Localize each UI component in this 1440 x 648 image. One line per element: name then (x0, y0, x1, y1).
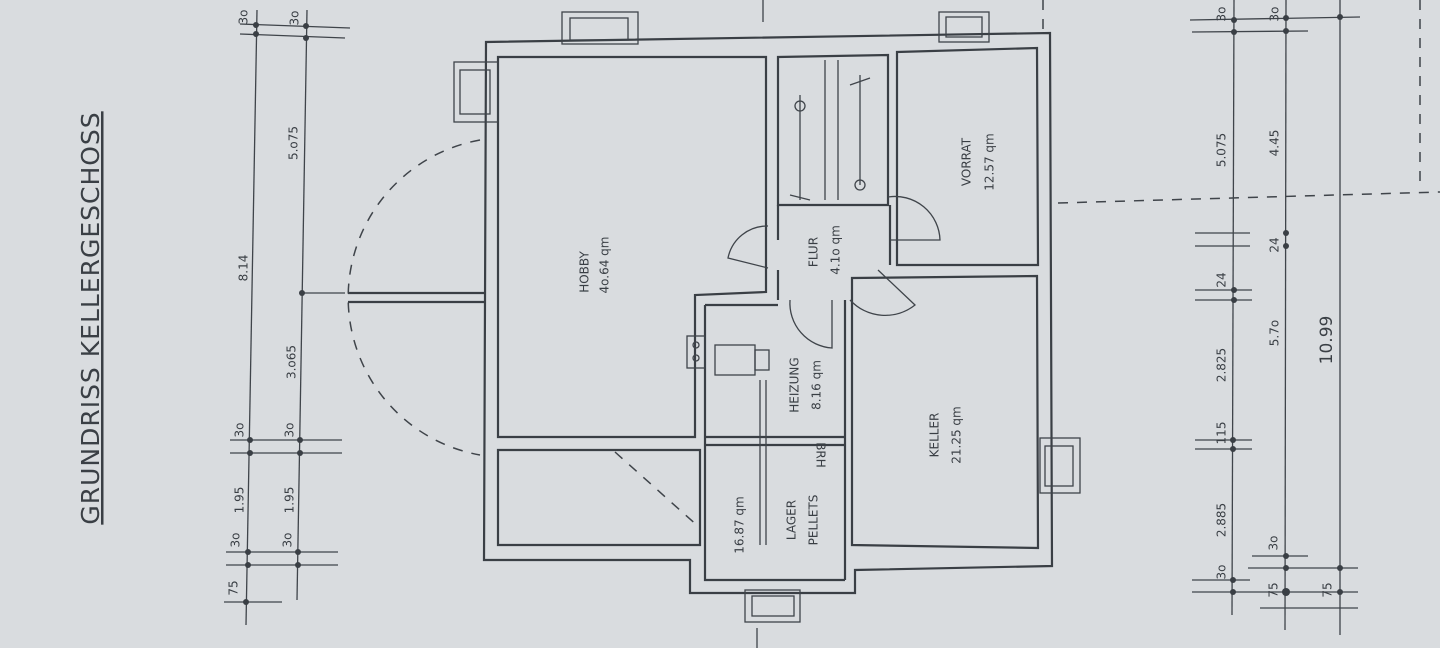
dim-label-total: 10.99 (1317, 316, 1337, 365)
dim-label: 2.825 (1215, 348, 1229, 382)
dim-label: 3o (283, 423, 297, 438)
room-name-vorrat: VORRAT (960, 137, 974, 186)
dim-label: 75 (1267, 582, 1281, 597)
boiler-icon (686, 335, 770, 545)
reference-line (1057, 191, 1440, 204)
room-name-heizung: HEIZUNG (788, 357, 802, 412)
dim-label: 75 (227, 580, 241, 595)
dim-label: 3o (1268, 7, 1282, 22)
dim-label: 3o (237, 10, 251, 25)
room-area-lager: 16.87 qm (733, 496, 747, 553)
room-area-vorrat: 12.57 qm (983, 133, 997, 190)
dim-label: 3o (288, 11, 302, 26)
dim-label: 4.45 (1268, 130, 1282, 157)
dim-label: 75 (1321, 582, 1335, 597)
dim-label: 3o (1215, 565, 1229, 580)
dim-label: 1.95 (233, 487, 247, 514)
dim-label: 24 (1268, 237, 1282, 252)
walls (482, 31, 1054, 595)
dim-label: 5.o75 (287, 126, 301, 160)
dim-label: 3o (281, 533, 295, 548)
room-area-heizung: 8.16 qm (810, 360, 824, 410)
windows (453, 11, 1081, 623)
room-area-hobby: 4o.64 qm (598, 237, 612, 294)
staircase (789, 60, 871, 201)
dim-label: 3.o65 (285, 345, 299, 379)
dim-label: 24 (1215, 272, 1229, 287)
plan-title: GRUNDRISS KELLERGESCHOSS (76, 111, 105, 524)
room-name-hobby: HOBBY (578, 251, 592, 293)
room-name-keller: KELLER (928, 413, 942, 458)
dim-label: 3o (229, 533, 243, 548)
dim-label: 3o (1215, 7, 1229, 22)
dimension-chain-right: 3o 5.075 24 2.825 115 2.885 3o 3o 4.45 2… (1189, 0, 1361, 635)
dim-label: 115 (1215, 422, 1229, 445)
dim-label: 5.7o (1268, 320, 1282, 346)
room-area-keller: 21.25 qm (950, 406, 964, 463)
dim-label: 1.95 (283, 487, 297, 514)
dim-label: 3o (1267, 536, 1281, 551)
doors (614, 195, 941, 529)
dimension-chain-left: 3o 8.14 3o 1.95 3o 75 3o 5.o75 3.o65 3o … (224, 10, 351, 626)
room-name-pellets: PELLETS (807, 495, 821, 546)
dim-label: 2.885 (1215, 503, 1229, 537)
dim-label: 5.075 (1215, 133, 1229, 167)
dim-label: 8.14 (237, 255, 251, 282)
dim-label: 3o (233, 423, 247, 438)
room-area-flur: 4.1o qm (829, 225, 843, 275)
room-name-flur: FLUR (807, 237, 821, 267)
brh-label: BRH (814, 442, 828, 468)
room-name-lager: LAGER (785, 500, 799, 540)
